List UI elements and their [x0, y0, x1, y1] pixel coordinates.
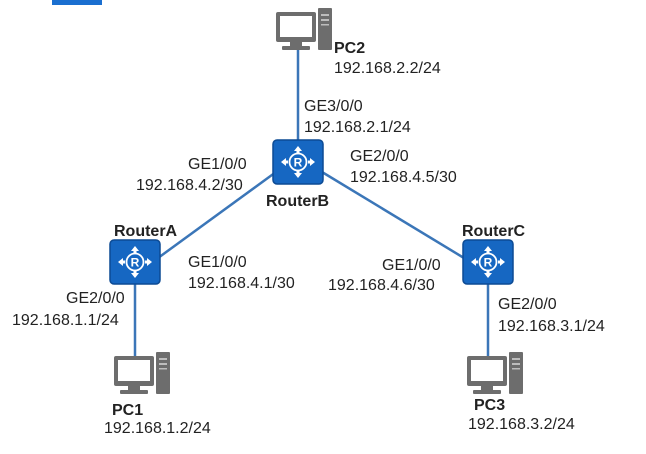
pc1-name: PC1	[112, 402, 144, 419]
routerB-ge2-port: GE2/0/0	[350, 148, 409, 165]
router-icon	[272, 139, 324, 185]
routerC-name: RouterC	[462, 223, 526, 240]
routerC-ge2-ip: 192.168.3.1/24	[498, 318, 605, 335]
pc-icon	[114, 352, 170, 394]
link-routerB-routerC	[321, 170, 465, 260]
routerB-ge3-ip: 192.168.2.1/24	[304, 119, 411, 136]
routerA-ge1-port: GE1/0/0	[188, 254, 247, 271]
accent-mark	[52, 0, 102, 5]
pc2-name: PC2	[334, 40, 366, 57]
routerB-name: RouterB	[266, 193, 330, 210]
routerB-ge1-port: GE1/0/0	[188, 156, 247, 173]
routerC-ge1-port: GE1/0/0	[382, 257, 441, 274]
routerC-ge2-port: GE2/0/0	[498, 296, 557, 313]
routerB-ge3-port: GE3/0/0	[304, 98, 363, 115]
pc3-name: PC3	[474, 397, 506, 414]
pc-icon	[467, 352, 523, 394]
router-icon	[109, 239, 161, 285]
pc2-ip: 192.168.2.2/24	[334, 60, 441, 77]
routerB-ge2-ip: 192.168.4.5/30	[350, 169, 457, 186]
routerC-ge1-ip: 192.168.4.6/30	[328, 277, 435, 294]
routerA-ge2-port: GE2/0/0	[66, 290, 125, 307]
pc3-ip: 192.168.3.2/24	[468, 416, 575, 433]
routerA-name: RouterA	[114, 223, 178, 240]
routerA-ge1-ip: 192.168.4.1/30	[188, 275, 295, 292]
routerA-ge2-ip: 192.168.1.1/24	[12, 312, 119, 329]
routerB-ge1-ip: 192.168.4.2/30	[136, 177, 243, 194]
link-routerB-routerA	[157, 170, 277, 260]
pc1-ip: 192.168.1.2/24	[104, 420, 211, 437]
pc-icon	[276, 8, 332, 50]
router-icon	[462, 239, 514, 285]
